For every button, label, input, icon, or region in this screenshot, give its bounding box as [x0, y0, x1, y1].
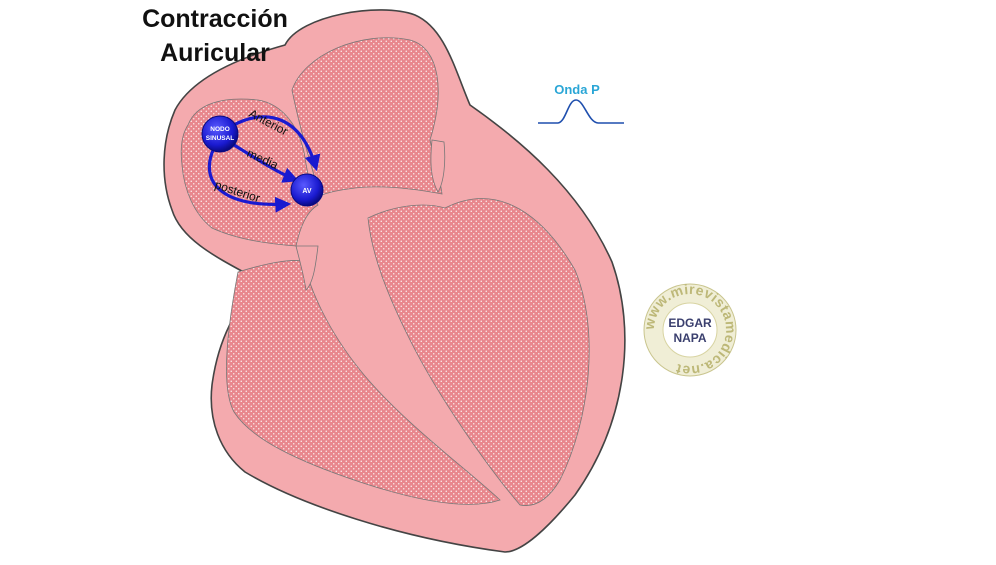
p-wave-trace [538, 99, 624, 124]
diagram-title: Contracción Auricular [100, 2, 330, 70]
tricuspid-valve-leaflet [430, 139, 446, 193]
title-line1: Contracción [142, 5, 288, 33]
title-line2: Auricular [160, 39, 270, 67]
posterior-pathway [207, 147, 292, 213]
sinus-node-label-line1: NODO [210, 126, 230, 133]
p-wave-label: Onda P [554, 82, 600, 97]
watermark-name-line1: EDGAR [668, 316, 712, 330]
av-node [290, 173, 324, 207]
right-ventricle-chamber [367, 198, 590, 507]
anterior-pathway [231, 115, 321, 172]
av-valve-leaflet [295, 245, 319, 291]
sinus-node-label-line2: SINUSAL [206, 135, 235, 142]
sinus-node [201, 115, 239, 153]
watermark-seal: www.mirevistamedica.net EDGAR NAPA [641, 281, 739, 379]
watermark-name-line2: NAPA [673, 331, 706, 345]
av-node-label: AV [302, 188, 312, 195]
